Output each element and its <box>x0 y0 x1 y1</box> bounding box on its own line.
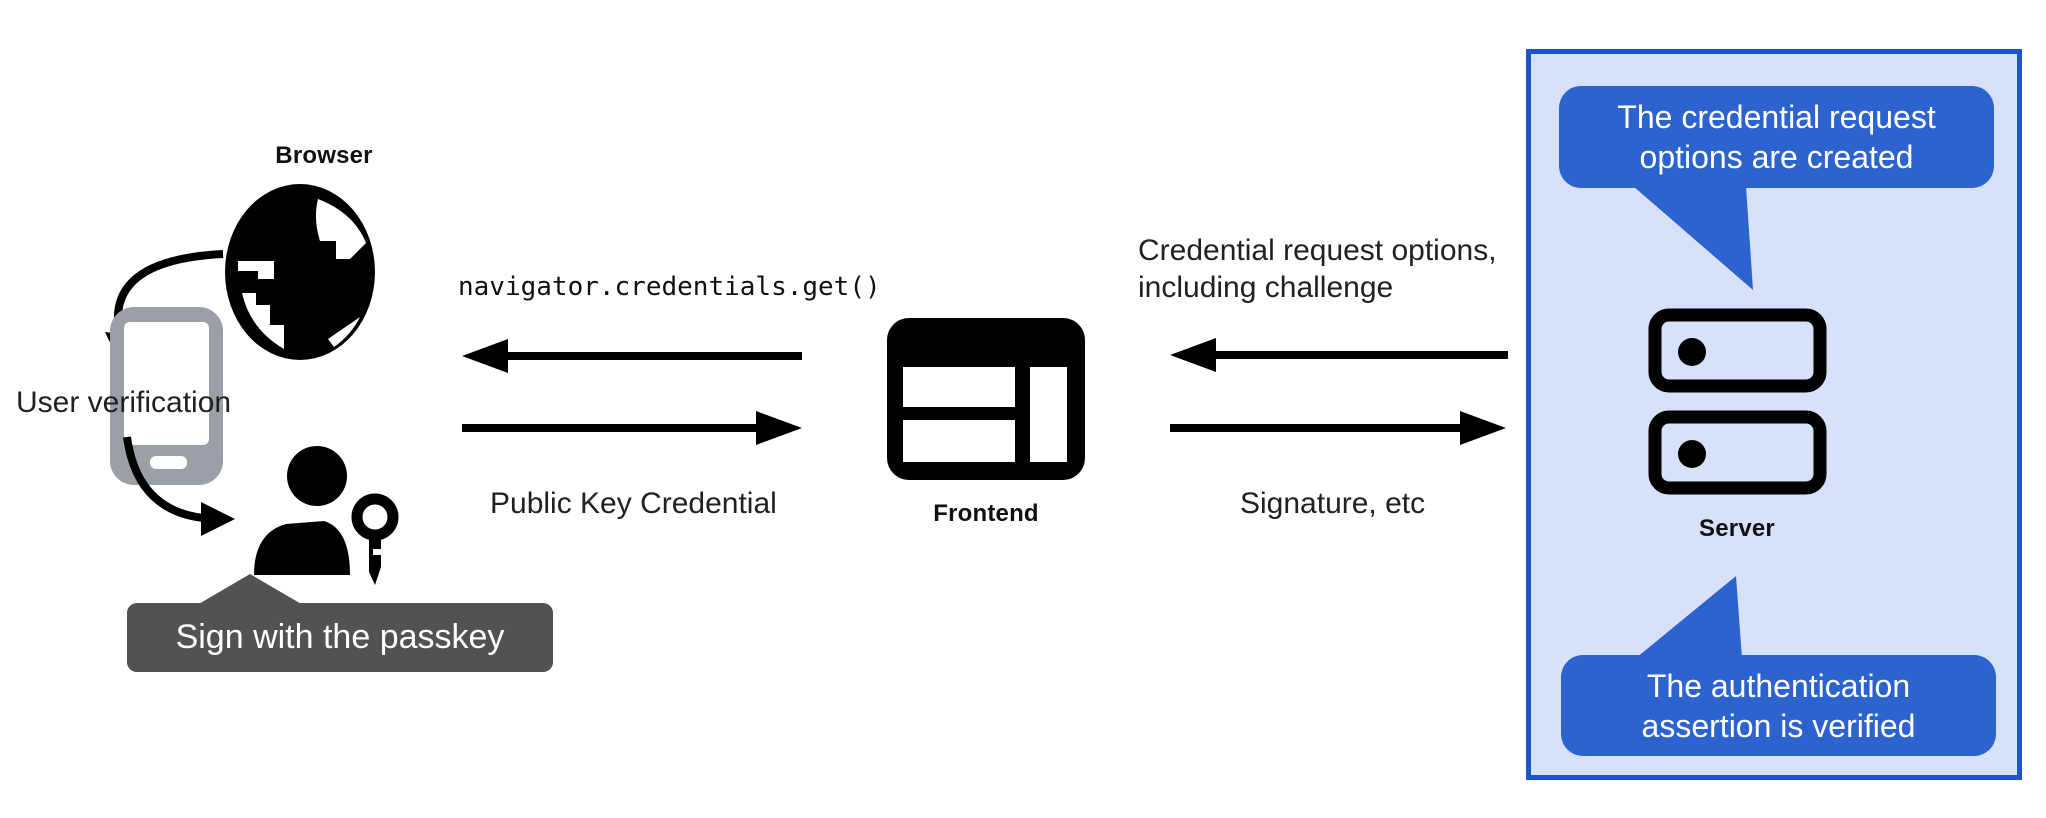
passkey-tooltip: Sign with the passkey <box>127 572 553 672</box>
public-key-credential-label: Public Key Credential <box>490 487 777 520</box>
top-callout-tail-icon <box>1633 186 1753 290</box>
signature-label: Signature, etc <box>1240 487 1426 520</box>
top-callout: The credential request options are creat… <box>1559 86 1994 188</box>
tooltip-pointer-icon <box>197 574 303 605</box>
browser-label: Browser <box>275 142 373 169</box>
bottom-callout-line1: The authentication <box>1646 667 1911 704</box>
server-icon <box>1648 308 1827 495</box>
globe-icon <box>225 184 375 360</box>
frontend-label: Frontend <box>933 500 1039 527</box>
arrow-browser-to-frontend-icon <box>462 411 802 445</box>
top-callout-line2: options are created <box>1639 139 1914 175</box>
bottom-callout: The authentication assertion is verified <box>1561 655 1996 756</box>
arrow-frontend-to-server-icon <box>1170 411 1506 445</box>
server-label: Server <box>1699 515 1775 542</box>
user-icon <box>254 446 399 585</box>
key-icon <box>351 493 399 585</box>
credential-request-label: Credential request options, including ch… <box>1138 232 1497 306</box>
credential-request-label-line1: Credential request options, <box>1138 234 1497 267</box>
frontend-icon <box>887 318 1085 480</box>
credential-request-label-line2: including challenge <box>1138 271 1394 304</box>
curved-arrow-phone-to-user-icon <box>123 436 235 536</box>
bottom-callout-line2: assertion is verified <box>1641 707 1916 744</box>
bottom-callout-tail-icon <box>1636 576 1742 658</box>
code-call-label: navigator.credentials.get() <box>458 272 881 302</box>
arrow-frontend-to-browser-icon <box>462 339 802 373</box>
arrow-server-to-frontend-icon <box>1170 338 1508 372</box>
user-verification-label: User verification <box>16 386 232 419</box>
passkey-tooltip-text: Sign with the passkey <box>175 618 505 656</box>
top-callout-line1: The credential request <box>1617 99 1936 135</box>
phone-icon <box>110 307 223 485</box>
